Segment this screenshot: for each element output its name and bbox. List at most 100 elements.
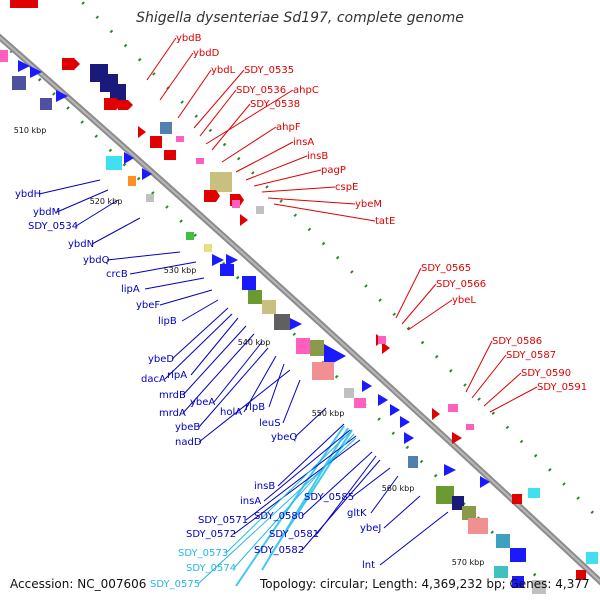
labels_left-label: SDY_0581 (269, 529, 319, 540)
gene-forward (576, 570, 586, 580)
gene-reverse (274, 314, 290, 330)
gene-forward (104, 98, 122, 110)
labels_left-label: SDY_0571 (198, 515, 248, 526)
labels_right-label: ybdB (176, 33, 202, 44)
labels_right-leader-line (221, 126, 277, 163)
gene-reverse (310, 340, 324, 356)
gene-forward (586, 552, 598, 564)
labels_right-leader-line (211, 103, 251, 151)
gene-forward (528, 488, 540, 498)
labels_right-leader-line (465, 340, 493, 393)
gene-reverse (462, 506, 476, 520)
map-title: Shigella dysenteriae Sd197, complete gen… (136, 10, 464, 26)
labels_highlight-leader-line (233, 433, 355, 569)
labels_right-label: ahpC (293, 85, 319, 96)
gene-forward (432, 408, 440, 420)
labels_left-leader-line (144, 277, 205, 290)
label-leader-lines (38, 37, 538, 585)
labels_left-leader-line (379, 511, 449, 566)
gene-forward (196, 158, 204, 164)
gene-reverse (496, 534, 510, 548)
gene-reverse (512, 576, 524, 588)
gene-reverse (468, 518, 488, 534)
kbp-tick-label: 550 kbp (312, 409, 345, 418)
labels_right-leader-line (267, 197, 356, 205)
gene-forward (448, 404, 458, 412)
gene-forward (382, 342, 390, 354)
gene-forward (466, 424, 474, 430)
labels_left-label: insB (254, 481, 275, 492)
labels_right-leader-line (471, 354, 507, 399)
gene-reverse (226, 254, 238, 266)
forward-strand-genes (10, 0, 598, 580)
labels_left-label: SDY_0585 (304, 492, 354, 503)
labels_right-leader-line (199, 89, 237, 137)
gene-reverse (532, 580, 546, 594)
labels_left-leader-line (91, 217, 141, 245)
labels_right-leader-line (177, 69, 212, 119)
gene-reverse (362, 380, 372, 392)
labels_left-leader-line (181, 299, 219, 322)
labels_left-label: rlpA (167, 370, 187, 381)
labels_right-label: insA (293, 137, 314, 148)
gene-reverse (212, 254, 224, 266)
gene-reverse (494, 566, 508, 578)
labels_right-label: ybeL (452, 295, 476, 306)
labels_highlight-leader-line (225, 429, 353, 554)
labels_right-leader-line (235, 141, 294, 173)
labels_right-label: tatE (375, 216, 395, 227)
labels_left-label: gltK (347, 508, 367, 519)
labels_left-leader-line (159, 289, 213, 306)
gene-reverse (436, 486, 454, 504)
kbp-tick-label: 560 kbp (382, 484, 415, 493)
gene-reverse (262, 300, 276, 314)
gene-reverse (242, 276, 256, 290)
labels_left-leader-line (263, 429, 351, 502)
gene-forward (138, 126, 146, 138)
gene-reverse (204, 244, 212, 252)
labels_left-leader-line (38, 179, 101, 195)
genome-backbone-highlight (0, 36, 600, 583)
labels_right-label: SDY_0590 (521, 368, 571, 379)
labels_left-label: ybdM (33, 207, 60, 218)
gene-reverse (248, 290, 262, 304)
labels_left-leader-line (129, 261, 197, 275)
labels_left-label: ybeD (148, 354, 174, 365)
labels_right-leader-line (146, 37, 177, 81)
labels_left-label: SDY_0572 (186, 529, 236, 540)
kbp-tick-label: 540 kbp (238, 338, 271, 347)
labels_left-label: mrdA (159, 408, 186, 419)
labels_right-label: SDY_0538 (250, 99, 300, 110)
labels_left-leader-line (245, 435, 357, 521)
labels_left-label: ybeJ (360, 523, 381, 534)
gene-reverse (444, 464, 456, 476)
labels_left-label: ybdH (15, 189, 41, 200)
kbp-tick-label: 520 kbp (90, 197, 123, 206)
labels_right-label: ybdD (193, 48, 220, 59)
labels_highlight-label: SDY_0575 (150, 579, 200, 590)
labels_right-label: SDY_0587 (506, 350, 556, 361)
labels_left-leader-line (282, 379, 301, 424)
labels_right-leader-line (205, 89, 294, 145)
labels_left-leader-line (370, 475, 399, 514)
labels_left-label: SDY_0582 (254, 545, 304, 556)
labels_left-leader-line (233, 439, 361, 535)
guide-line-outer (77, 0, 600, 523)
labels_left-leader-line (294, 407, 327, 438)
gene-forward (256, 206, 264, 214)
labels_right-label: ybdL (211, 65, 236, 76)
labels_right-label: SDY_0536 (236, 85, 286, 96)
labels_left-leader-line (383, 495, 421, 529)
gene-forward (118, 100, 133, 110)
gene-reverse (290, 318, 302, 330)
labels_right-leader-line (193, 69, 245, 129)
gene-reverse (400, 416, 410, 428)
gene-reverse (12, 76, 26, 90)
labels_left-label: rlpB (245, 402, 265, 413)
labels_left-label: ybeF (136, 300, 160, 311)
gene-forward (232, 200, 240, 208)
labels_left-label: ybeQ (271, 432, 297, 443)
gene-reverse (312, 362, 334, 380)
